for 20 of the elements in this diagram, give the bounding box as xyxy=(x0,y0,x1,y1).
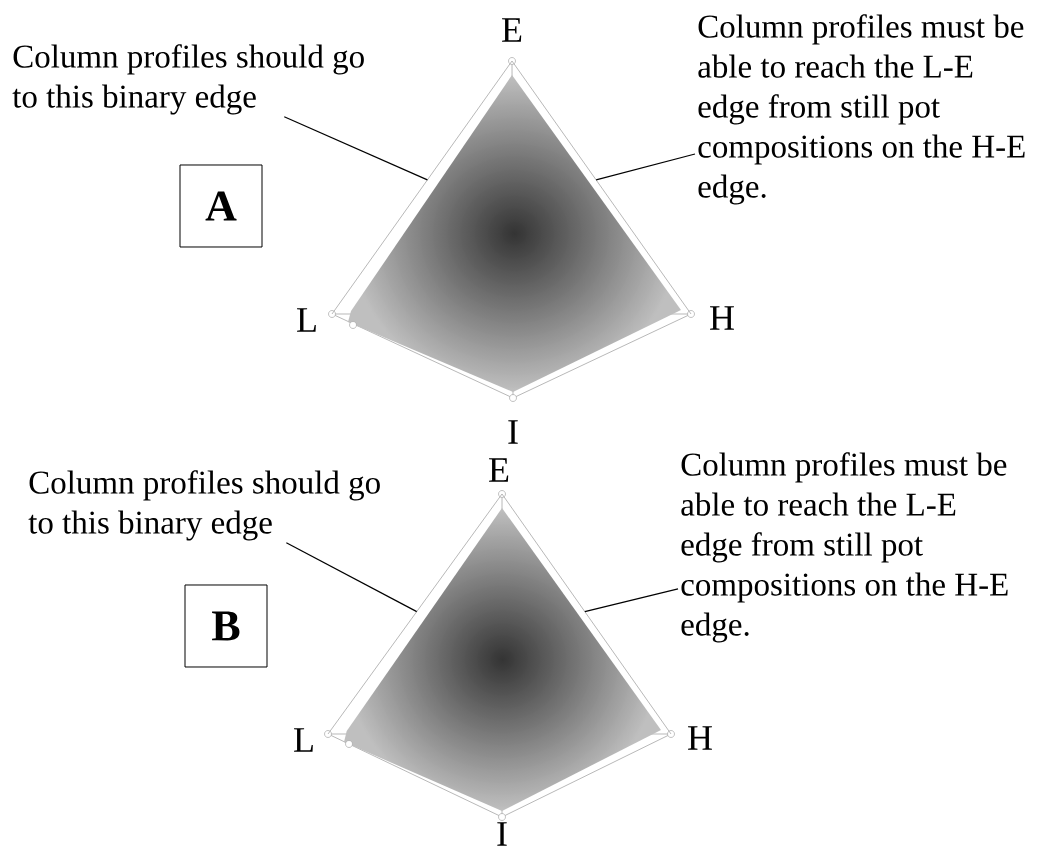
panel-label: A xyxy=(179,164,263,248)
vertex-label: E xyxy=(502,18,522,42)
panel-label: B xyxy=(184,584,268,668)
callout-text: Column profiles should go to this binary edge xyxy=(28,470,380,541)
leader-line xyxy=(595,153,696,181)
vertex-label: H xyxy=(688,726,712,750)
callout-text: Column profiles must be able to reach the L-E edge from still pot compositions on the H-E edge. xyxy=(698,14,1025,205)
leader-line xyxy=(283,116,428,181)
tetrahedron-edge xyxy=(501,493,672,735)
vertex-label: L xyxy=(297,308,316,332)
callout-text: Column profiles must be able to reach the L-E edge from still pot compositions on the H-E edge. xyxy=(681,452,1008,643)
callout-text: Column profiles should go to this binary edge xyxy=(12,44,364,115)
vertex-label: E xyxy=(489,458,509,482)
leader-line xyxy=(584,588,679,613)
vertex-label: H xyxy=(710,306,734,330)
tetrahedron-edge xyxy=(511,60,692,315)
vertex-label: I xyxy=(497,822,507,846)
vertex-label: L xyxy=(294,728,313,752)
leader-line xyxy=(285,542,418,613)
vertex-label: I xyxy=(508,420,518,444)
